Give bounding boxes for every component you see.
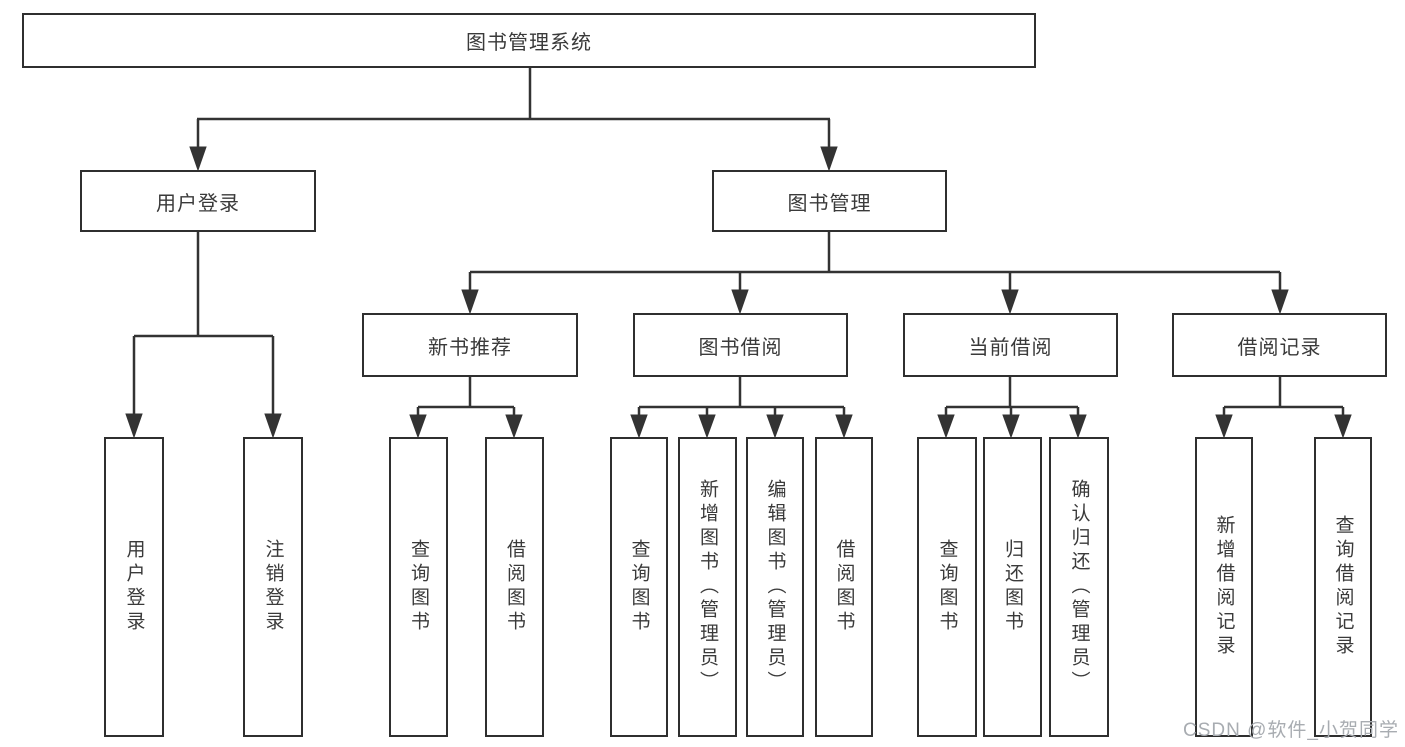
node-current-borrow: 当前借阅	[903, 313, 1118, 377]
leaf-records-add: 新增借阅记录	[1195, 437, 1253, 737]
leaf-current-confirm-admin: 确认归还（管理员）	[1049, 437, 1109, 737]
connector-current-split	[937, 377, 1087, 439]
node-user-login: 用户登录	[80, 170, 316, 232]
leaf-user-login: 用户登录	[104, 437, 164, 737]
leaf-borrow-query: 查询图书	[610, 437, 668, 737]
connector-root-split	[189, 68, 838, 172]
node-book-mgmt: 图书管理	[712, 170, 947, 232]
connector-borrow-split	[630, 377, 853, 439]
connector-records-split	[1215, 377, 1352, 439]
leaf-borrow-add-admin: 新增图书（管理员）	[678, 437, 737, 737]
node-new-books: 新书推荐	[362, 313, 578, 377]
node-root: 图书管理系统	[22, 13, 1036, 68]
leaf-borrow-borrow: 借阅图书	[815, 437, 873, 737]
leaf-records-query: 查询借阅记录	[1314, 437, 1372, 737]
csdn-watermark: CSDN @软件_小贺同学	[1183, 720, 1399, 741]
connector-mgmt-split	[461, 232, 1289, 315]
leaf-borrow-edit-admin: 编辑图书（管理员）	[746, 437, 804, 737]
leaf-newbooks-query: 查询图书	[389, 437, 448, 737]
leaf-logout: 注销登录	[243, 437, 303, 737]
node-borrow-records: 借阅记录	[1172, 313, 1387, 377]
leaf-current-return: 归还图书	[983, 437, 1042, 737]
connector-login-split	[125, 232, 282, 439]
connector-newbooks-split	[409, 377, 523, 439]
node-book-borrow: 图书借阅	[633, 313, 848, 377]
leaf-current-query: 查询图书	[917, 437, 977, 737]
leaf-newbooks-borrow: 借阅图书	[485, 437, 544, 737]
